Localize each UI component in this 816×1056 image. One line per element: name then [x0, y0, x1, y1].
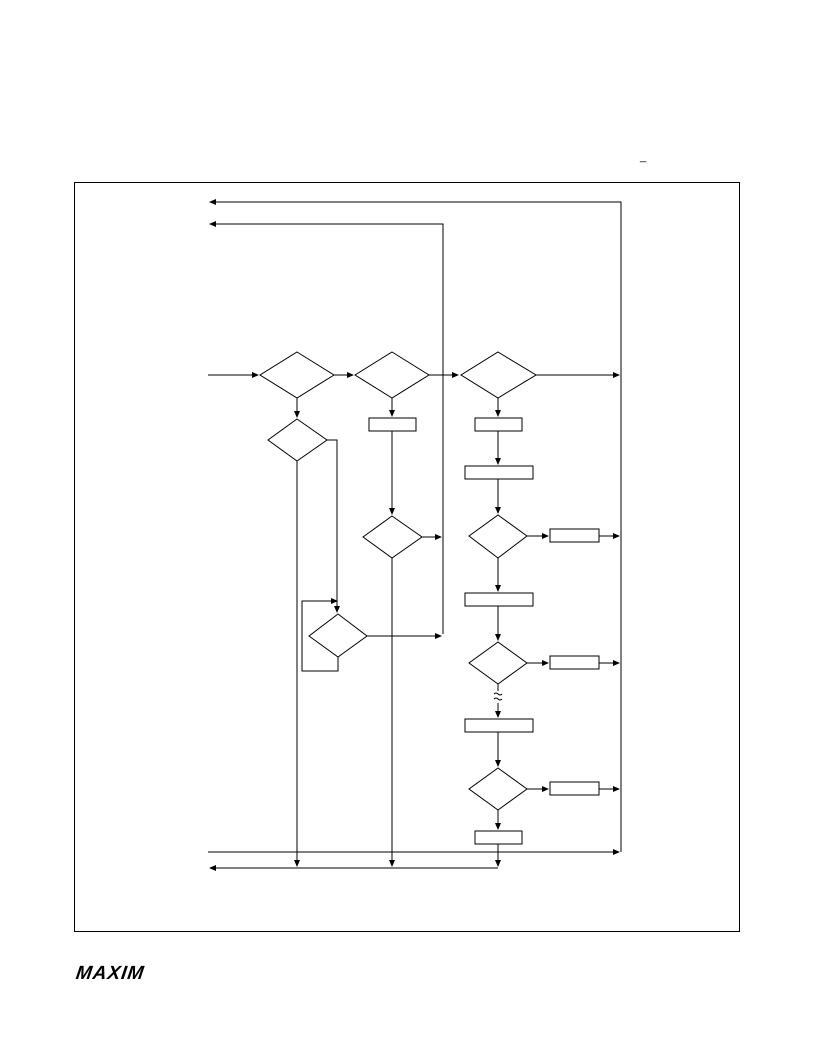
- maxim-logo: MAXIM: [74, 963, 146, 984]
- continuation-break-mark: [493, 692, 503, 701]
- decision-loop: [308, 613, 368, 658]
- process-3c: [464, 592, 534, 607]
- process-3e: [474, 830, 523, 845]
- process-3c-side: [549, 655, 600, 670]
- process-2a: [368, 417, 417, 432]
- process-3d: [464, 718, 534, 733]
- decision-1: [259, 351, 335, 399]
- decision-3c: [468, 641, 528, 685]
- process-3d-side: [549, 781, 600, 796]
- decision-1b: [267, 418, 328, 462]
- decision-3b: [468, 514, 528, 559]
- process-3b-side: [549, 528, 600, 543]
- figure-frame: [74, 182, 740, 932]
- d1b-right-down: [327, 439, 340, 613]
- overline-mark: _: [640, 151, 647, 163]
- return-line-top: [209, 199, 622, 373]
- decision-3: [460, 351, 537, 399]
- loop-back: [301, 598, 339, 672]
- decision-2: [354, 351, 430, 399]
- return-line-second: [209, 221, 444, 634]
- process-3a: [474, 417, 523, 432]
- decision-3d: [468, 767, 528, 811]
- process-3b: [464, 465, 534, 480]
- decision-2b: [362, 515, 423, 559]
